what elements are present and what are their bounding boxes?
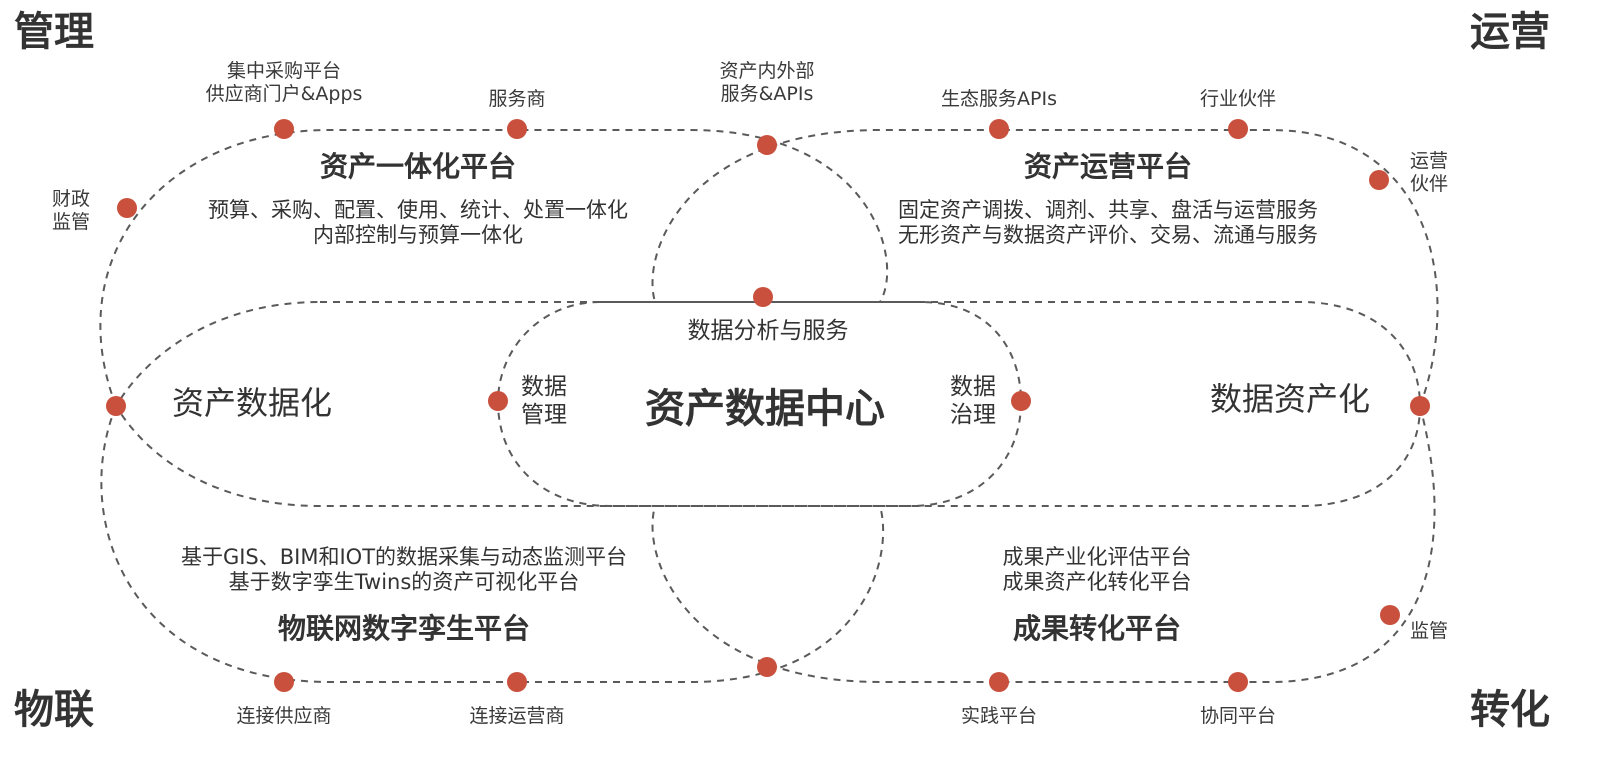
inner-line: 管理 [521,401,567,428]
node-data-governance [1011,391,1031,411]
side-left-label: 资产数据化 [172,384,333,422]
platform-operation-desc: 固定资产调拨、调剂、共享、盘活与运营服务 无形资产与数据资产评价、交易、流通与服… [898,198,1318,248]
node-right-junction [1410,396,1430,416]
center-management-label: 数据 管理 [521,374,567,429]
loop-bottom-left [100,405,885,683]
node-finance-supervision [117,198,137,218]
label-line: 监管 [52,210,91,233]
desc-line: 基于数字孪生Twins的资产可视化平台 [228,570,580,595]
label-operation-partner: 运营 伙伴 [1410,150,1448,196]
node-collab-platform [1228,672,1248,692]
label-eco-services: 生态服务APIs [941,88,1057,110]
label-practice-platform: 实践平台 [960,705,1038,727]
label-line: 运营 [1410,150,1449,172]
platform-integration-title: 资产一体化平台 [319,150,517,183]
label-service-provider: 服务商 [488,88,546,110]
node-data-management [488,391,508,411]
center-governance-label: 数据 治理 [950,374,996,429]
node-left-junction [106,396,126,416]
node-industry-partner [1228,119,1248,139]
label-line: 伙伴 [1410,172,1449,195]
label-finance-supervision: 财政 监管 [52,188,90,234]
label-centralized-purchasing: 集中采购平台 供应商门户&Apps [206,60,363,106]
desc-line: 预算、采购、配置、使用、统计、处置一体化 [208,198,628,222]
label-line: 集中采购平台 [226,60,341,82]
platform-conversion-title: 成果转化平台 [1012,612,1182,645]
loop-top-left [99,129,889,407]
node-centralized-purchasing [274,119,294,139]
node-practice-platform [989,672,1009,692]
loop-top-right [651,129,1439,407]
desc-line: 固定资产调拨、调剂、共享、盘活与运营服务 [898,198,1318,222]
platform-iot-desc: 基于GIS、BIM和IOT的数据采集与动态监测平台 基于数字孪生Twins的资产… [181,545,627,595]
platform-integration-desc: 预算、采购、配置、使用、统计、处置一体化 内部控制与预算一体化 [208,198,628,248]
inner-line: 数据 [521,374,567,400]
node-bottom-center [757,657,777,677]
desc-line: 成果产业化评估平台 [1002,545,1192,569]
loop-horizontal [114,301,1422,507]
corner-management: 管理 [14,9,94,55]
loop-bottom-right [651,405,1436,683]
desc-line: 成果资产化转化平台 [1002,570,1192,595]
label-asset-services: 资产内外部 服务&APIs [719,60,814,106]
inner-line: 数据 [950,374,996,400]
label-line: 资产内外部 [719,60,815,82]
label-industry-partner: 行业伙伴 [1199,88,1277,110]
label-line: 服务&APIs [720,82,814,105]
label-supervision: 监管 [1410,620,1449,642]
platform-iot-title: 物联网数字孪生平台 [277,612,531,645]
label-connect-supplier: 连接供应商 [236,705,332,727]
label-line: 供应商门户&Apps [205,82,363,105]
platform-operation-title: 资产运营平台 [1023,150,1193,183]
node-connect-supplier [274,672,294,692]
label-connect-operator: 连接运营商 [469,705,565,727]
center-title: 资产数据中心 [645,386,885,432]
corner-iot: 物联 [14,687,94,733]
node-asset-services [757,135,777,155]
corner-conversion: 转化 [1470,687,1550,733]
inner-line: 治理 [950,401,996,428]
node-service-provider [507,119,527,139]
node-eco-services [989,119,1009,139]
corner-operation: 运营 [1470,9,1550,55]
loop-center [496,301,1023,507]
node-data-analysis [753,287,773,307]
node-connect-operator [507,672,527,692]
platform-conversion-desc: 成果产业化评估平台 成果资产化转化平台 [1003,545,1192,595]
node-supervision [1380,605,1400,625]
side-right-label: 数据资产化 [1210,380,1371,418]
node-operation-partner [1369,170,1389,190]
desc-line: 无形资产与数据资产评价、交易、流通与服务 [898,223,1318,248]
desc-line: 内部控制与预算一体化 [313,223,523,248]
desc-line: 基于GIS、BIM和IOT的数据采集与动态监测平台 [180,545,628,569]
center-analysis-label: 数据分析与服务 [687,318,849,344]
label-line: 财政 [52,188,91,210]
label-collab-platform: 协同平台 [1199,705,1277,727]
